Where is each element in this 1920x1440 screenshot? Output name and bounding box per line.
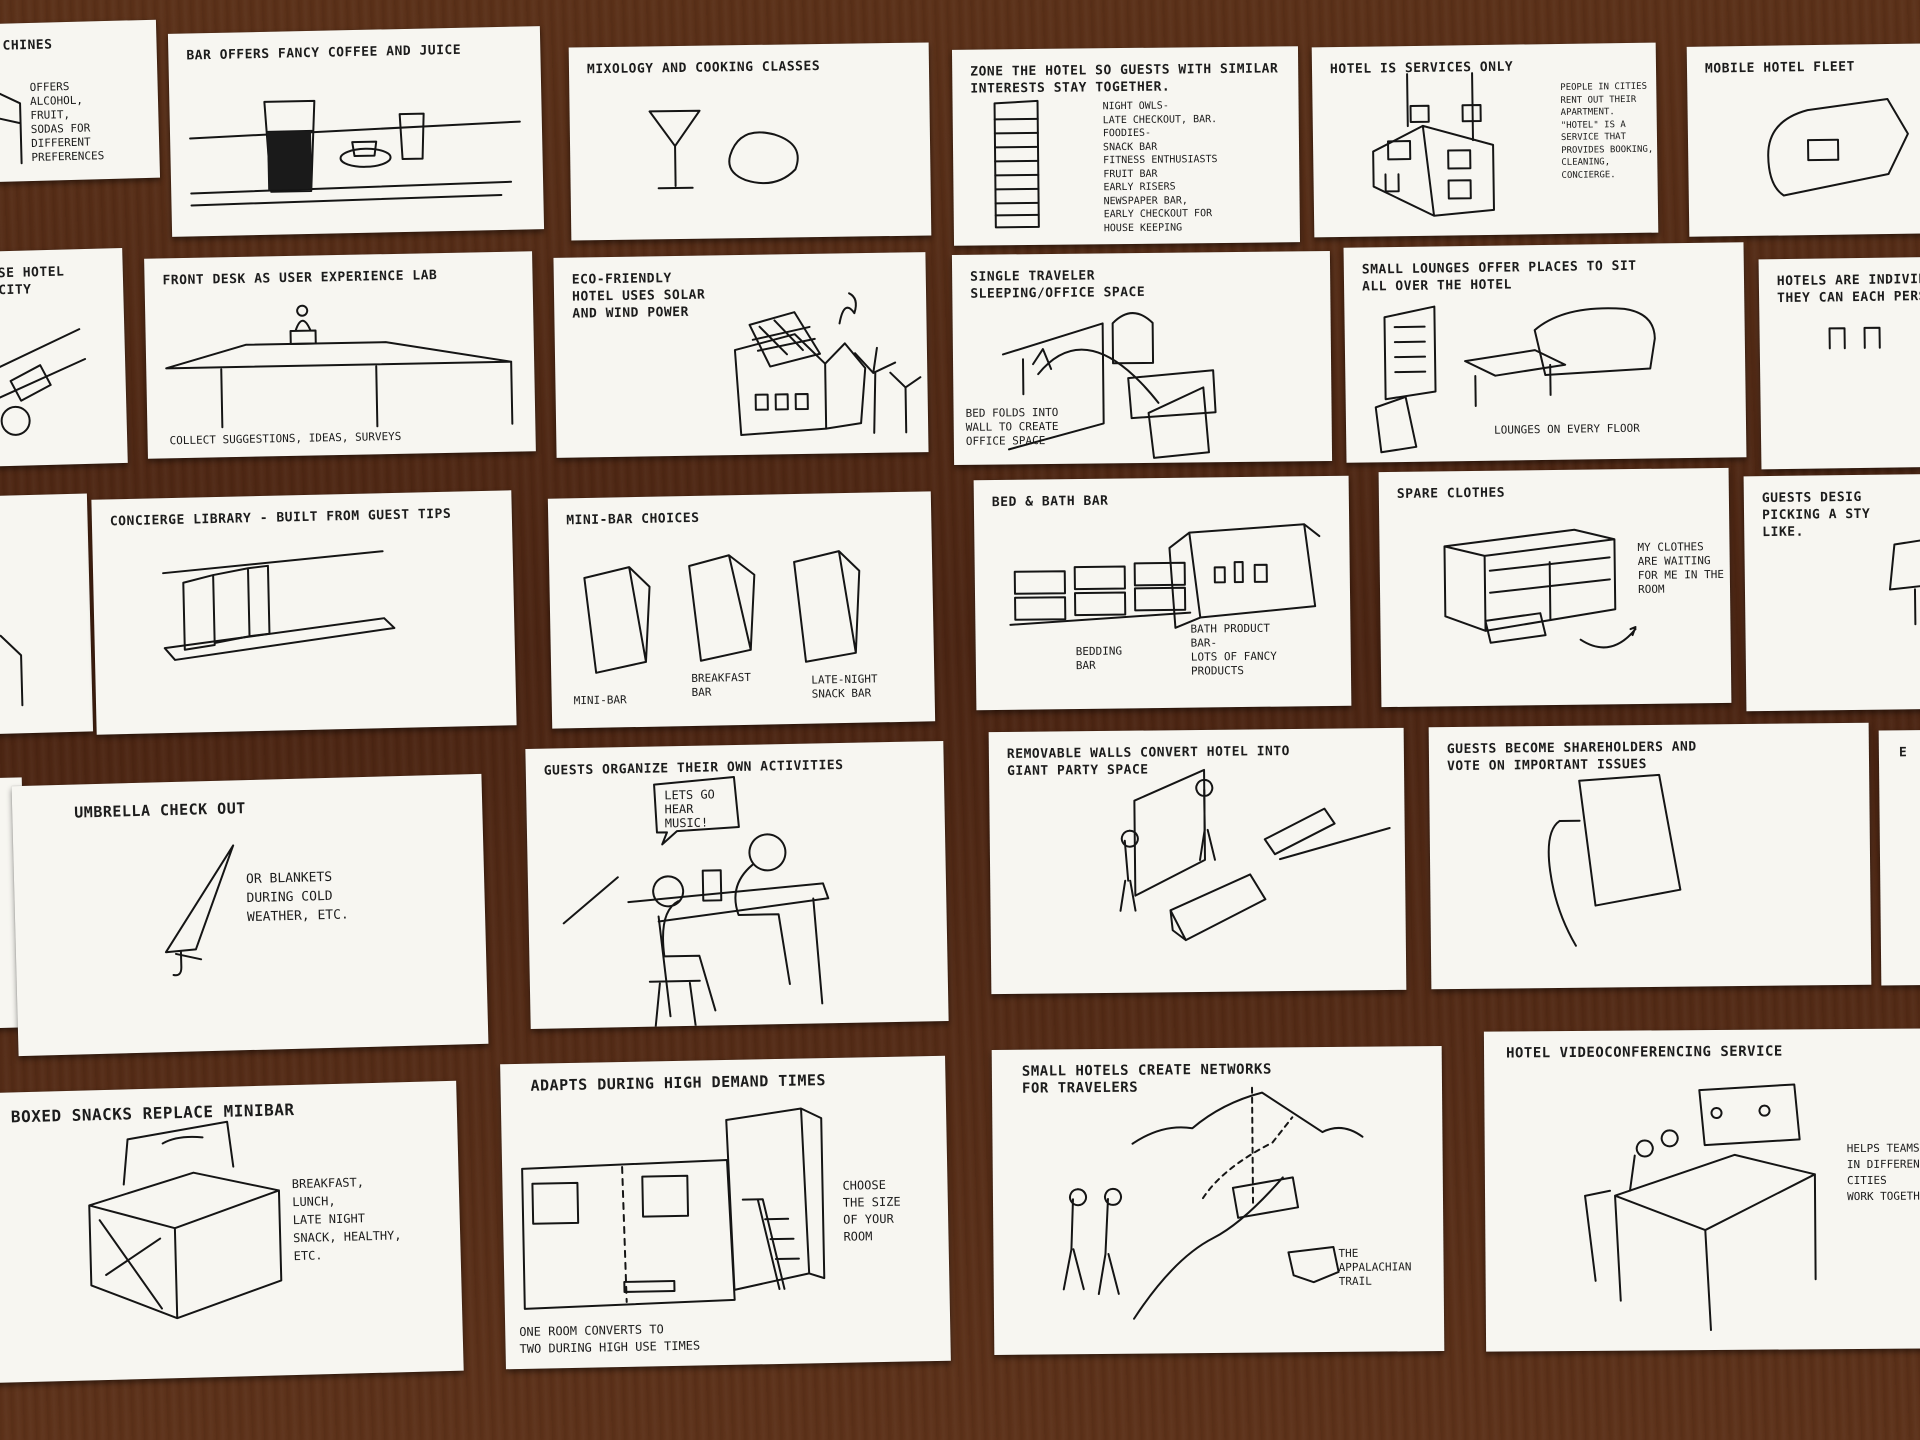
dresser-sketch: [1443, 528, 1637, 649]
tower-sketch: [993, 99, 1040, 229]
bedding-shelf-sketch: [1009, 523, 1321, 629]
card-concierge-library: Concierge library - built from guest tip…: [91, 490, 517, 735]
card-bed-bath-bar: Bed & bath bar bedding bar bath product …: [973, 475, 1352, 711]
convertible-room-sketch: [521, 1107, 826, 1310]
card-single-traveler: Single traveler sleeping/office space be…: [951, 251, 1333, 465]
bookshelf-sketch: [162, 550, 396, 661]
partial-sketch: [0, 634, 24, 707]
card-small-lounges: Small lounges offer places to sit all ov…: [1343, 242, 1747, 463]
card-zone-hotel: Zone the hotel so guests with similar in…: [951, 46, 1301, 246]
murphy-bed-sketch: [1001, 312, 1217, 459]
apartment-building-sketch: [1372, 72, 1495, 217]
card-guests-organize: Guests organize their own activities let…: [525, 741, 949, 1029]
card-minibar-machines: chines offers alcohol, fruit, sodas for …: [0, 19, 161, 183]
trailer-sketch: [1767, 98, 1909, 197]
trail-map-sketch: [1062, 1086, 1364, 1320]
card-eco-friendly: Eco-friendly hotel uses solar and wind p…: [553, 252, 929, 458]
shareholder-doc-sketch: [1547, 773, 1682, 947]
card-guests-design: Guests desig picking a sty like.: [1743, 473, 1920, 712]
card-adapts-high-demand: Adapts during high demand times choose t…: [500, 1055, 951, 1370]
fridges-sketch: [583, 550, 861, 674]
vehicle-sketch: [0, 328, 87, 436]
lamp-sketch: [1888, 538, 1920, 626]
card-reuse-hotel-city: se hotel city: [0, 248, 128, 467]
coffee-juice-sketch: [189, 99, 521, 207]
card-removable-walls: Removable walls convert hotel into giant…: [988, 727, 1407, 995]
card-partial-left: [0, 493, 94, 735]
coffee-fill: [266, 130, 313, 190]
umbrella-sketch: [164, 844, 235, 977]
doors-sketch: [1828, 326, 1881, 350]
cocktail-bowl-sketch: [648, 109, 799, 190]
card-spare-clothes: Spare clothes my clothes are waiting for…: [1378, 467, 1732, 708]
card-partial-right: E: [1878, 729, 1920, 986]
lounge-sketch: [1374, 305, 1656, 454]
card-title: E: [1898, 745, 1908, 761]
card-boxed-snacks: Boxed snacks replace minibar breakfast, …: [0, 1080, 464, 1384]
card-bar-coffee-juice: Bar offers fancy coffee and juice: [167, 26, 545, 237]
snack-box-sketch: [88, 1120, 283, 1320]
card-front-desk-lab: Front desk as user experience lab collec…: [144, 251, 536, 459]
drink-machine-sketch: [0, 92, 23, 165]
card-mixology-classes: Mixology and cooking classes: [568, 42, 932, 241]
card-umbrella-checkout: Umbrella check out or blankets during co…: [11, 773, 489, 1057]
solar-house-sketch: [733, 292, 922, 437]
bar-conversation-sketch: [562, 776, 830, 1028]
moving-wall-sketch: [1119, 768, 1391, 942]
card-mobile-hotel-fleet: Mobile hotel fleet: [1686, 43, 1920, 237]
card-individual-hotels: Hotels are individua they can each pers: [1758, 256, 1920, 470]
card-hotel-services-only: Hotel is services only people in cities …: [1311, 42, 1659, 238]
conference-table-sketch: [1584, 1083, 1817, 1332]
card-videoconferencing: Hotel videoconferencing service helps te…: [1483, 1028, 1920, 1352]
front-desk-sketch: [165, 304, 514, 429]
card-guests-shareholders: Guests become shareholders and vote on i…: [1428, 722, 1872, 990]
card-small-hotels-networks: Small hotels create networks for travele…: [991, 1046, 1445, 1355]
card-minibar-choices: mini-bar choices mini-bar breakfast bar …: [547, 491, 936, 729]
